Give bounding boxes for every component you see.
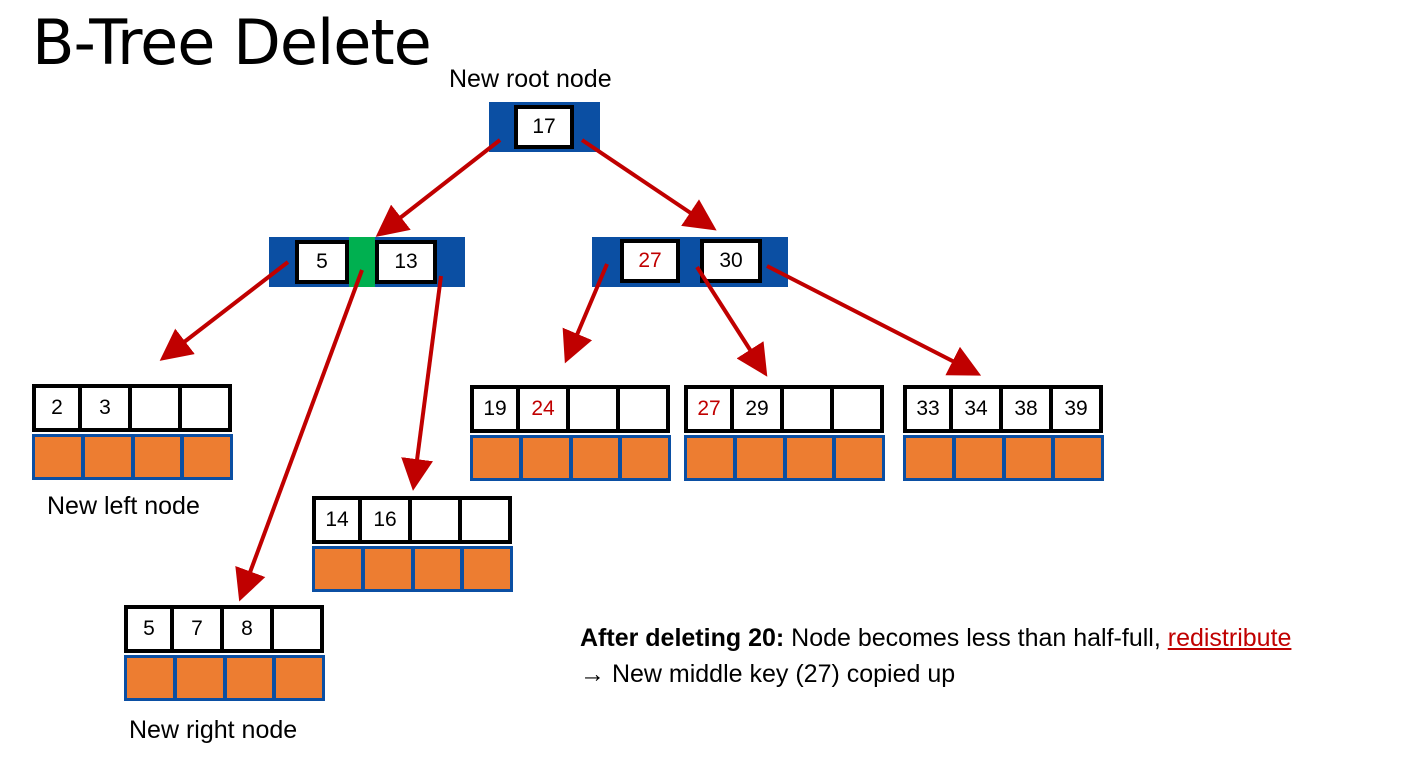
leaf-pointer-row [470,435,671,481]
leaf-key: 33 [903,385,953,433]
arrow-root-to-right [580,138,717,231]
leaf-key: 19 [470,385,520,433]
leaf-node-27-29: 27 29 [684,385,885,481]
leaf-new-left-node: 2 3 [32,384,233,480]
internal-node-left: 5 13 [269,237,465,287]
leaf-pointer-row [903,435,1104,481]
explanation-note: After deleting 20: Node becomes less tha… [580,620,1291,693]
leaf-pointer-row [124,655,325,701]
leaf-key: 14 [312,496,362,544]
leaf-node-19-24: 19 24 [470,385,671,481]
leaf-key: 3 [78,384,132,432]
leaf-new-right-node: 5 7 8 [124,605,325,701]
leaf-key-highlighted: 27 [684,385,734,433]
leaf-node-33-39: 33 34 38 39 [903,385,1104,481]
leaf-key: 8 [220,605,274,653]
internal-left-key-5: 5 [295,240,349,284]
leaf-pointer-row [312,546,513,592]
arrow-13-right [401,275,443,491]
leaf-key [830,385,884,433]
internal-left-key-13: 13 [375,240,437,284]
leaf-key [408,496,462,544]
leaf-key: 5 [124,605,174,653]
root-node: 17 [489,102,600,152]
leaf-key [780,385,834,433]
note-bold: After deleting 20: [580,624,785,652]
leaf-pointer-row [32,434,233,480]
internal-node-right: 27 30 [592,237,788,287]
redistribute-link[interactable]: redistribute [1167,624,1292,652]
leaf-key: 39 [1049,385,1103,433]
slide-title: B-Tree Delete [32,6,432,79]
leaf-key: 2 [32,384,82,432]
internal-right-key-30: 30 [700,239,762,283]
leaf-key [616,385,670,433]
leaf-key [270,605,324,653]
leaf-node-14-16: 14 16 [312,496,513,592]
arrow-root-to-left [375,138,502,237]
leaf-key [128,384,182,432]
note-text: Node becomes less than half-full, [784,624,1168,652]
leaf-key [458,496,512,544]
leaf-key: 16 [358,496,412,544]
note-line2: → New middle key (27) copied up [580,660,956,689]
leaf-pointer-row [684,435,885,481]
active-pointer-segment [349,237,375,287]
leaf-key: 7 [170,605,224,653]
root-node-label: New root node [449,65,612,93]
root-key-17: 17 [514,105,574,149]
leaf-key: 38 [999,385,1053,433]
new-right-node-label: New right node [129,716,298,744]
arrow-30-right [766,264,982,376]
leaf-key: 34 [949,385,1003,433]
leaf-key-highlighted: 24 [516,385,570,433]
leaf-key [178,384,232,432]
internal-right-key-27: 27 [620,239,680,283]
new-left-node-label: New left node [47,492,200,520]
leaf-key: 29 [730,385,784,433]
leaf-key [566,385,620,433]
